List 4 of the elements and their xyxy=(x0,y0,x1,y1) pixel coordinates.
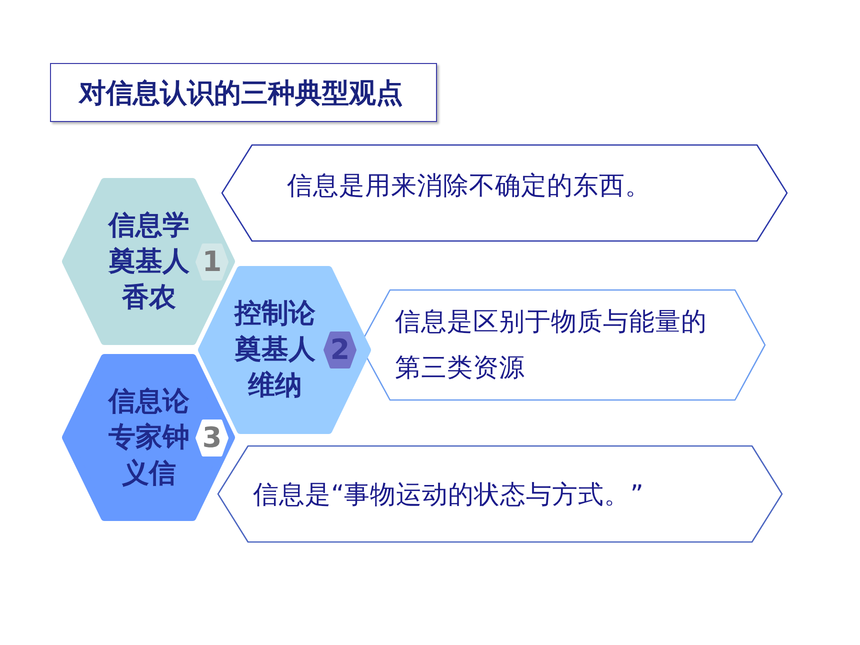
title-box: 对信息认识的三种典型观点 xyxy=(50,63,437,122)
hexagon-box: 信息论专家钟义信 3 xyxy=(64,356,233,519)
callout-box: 信息是用来消除不确定的东西。 xyxy=(220,143,789,243)
hexagon-box: 信息学奠基人香农 1 xyxy=(64,180,233,343)
